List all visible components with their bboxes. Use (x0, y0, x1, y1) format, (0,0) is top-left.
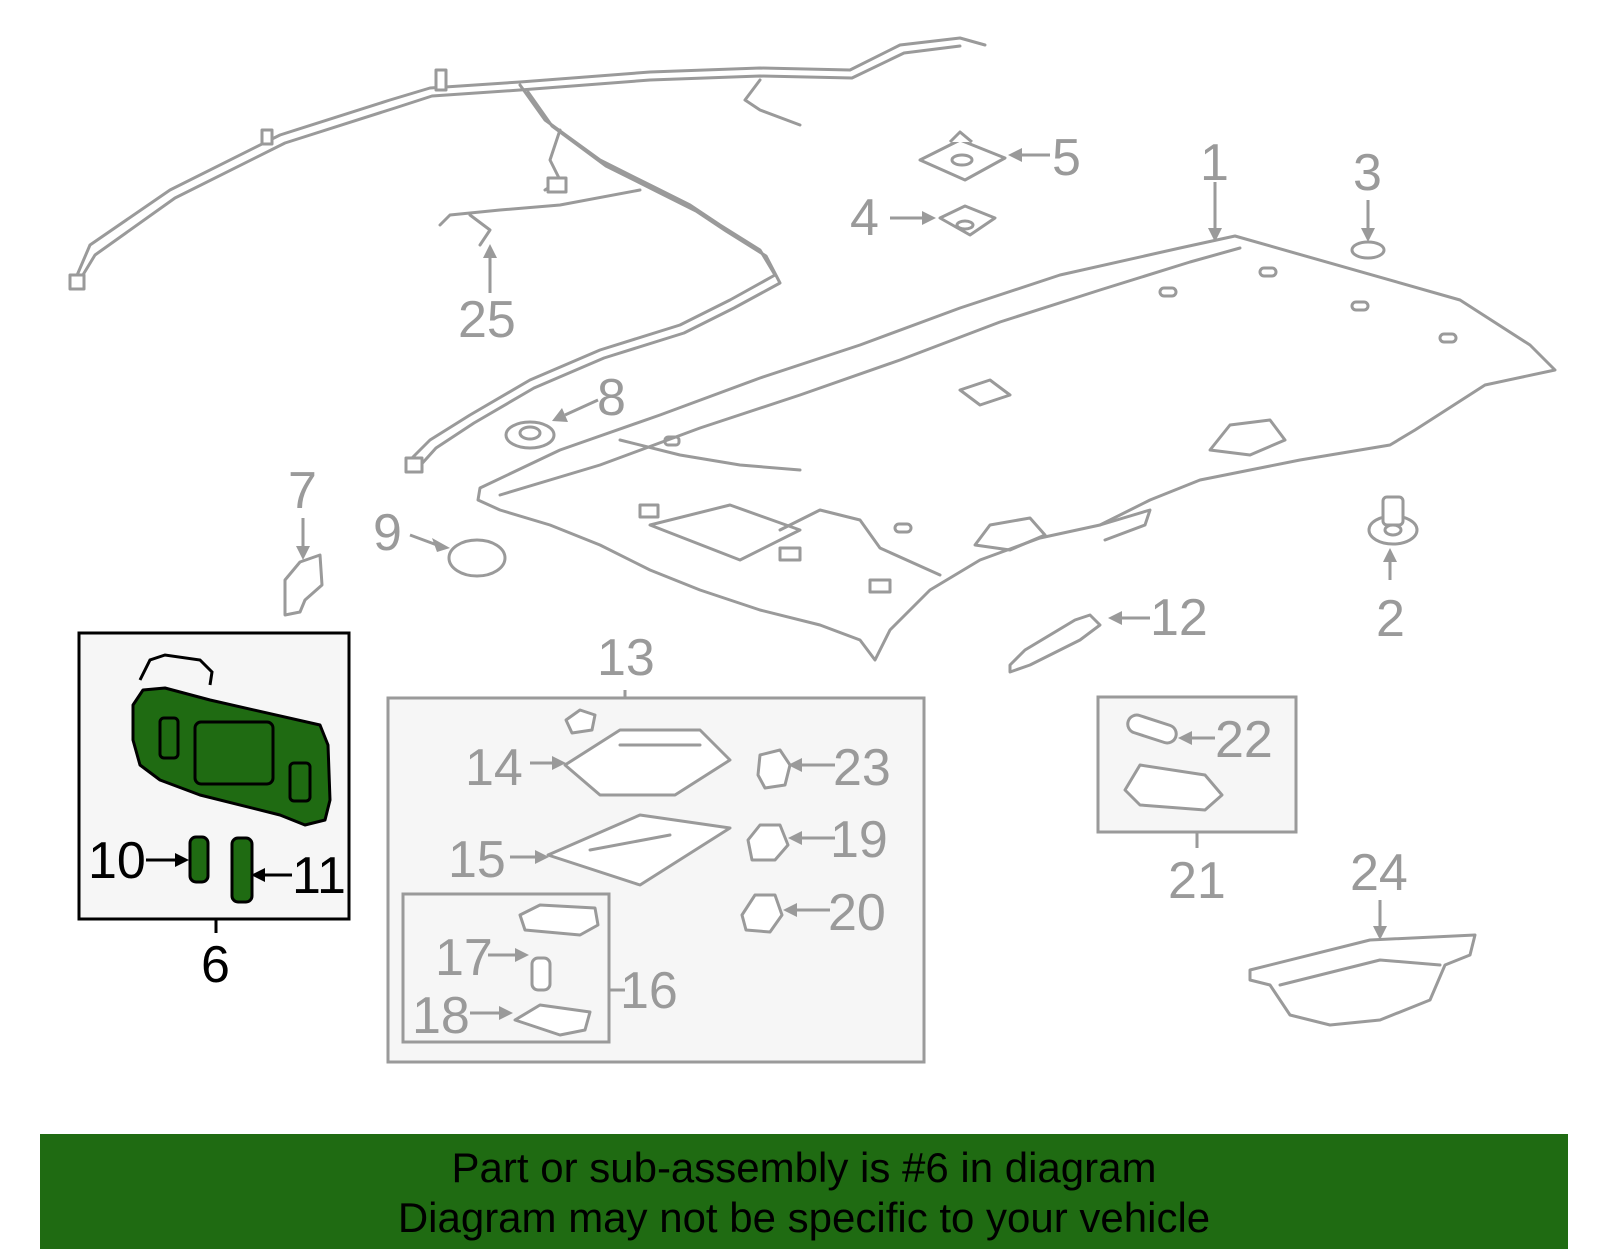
callout-6: 6 (201, 936, 230, 994)
callout-18: 18 (412, 987, 470, 1045)
sun-visor-6[interactable] (131, 653, 332, 827)
clip-2[interactable] (1367, 495, 1419, 546)
callout-15: 15 (448, 831, 506, 889)
switch-20[interactable] (740, 893, 784, 934)
bulb-22[interactable] (1125, 713, 1178, 746)
wiring-harness[interactable] (68, 36, 987, 474)
bracket-4[interactable] (938, 204, 997, 237)
visor-clip-11[interactable] (230, 836, 254, 904)
pad-9[interactable] (447, 538, 507, 578)
callout-10: 10 (88, 832, 146, 890)
callout-4: 4 (850, 189, 879, 247)
bulb-23[interactable] (756, 748, 792, 790)
callout-5: 5 (1052, 129, 1081, 187)
footer-line-2: Diagram may not be specific to your vehi… (397, 1194, 1211, 1241)
callout-2: 2 (1376, 590, 1405, 648)
grommet-3[interactable] (1350, 240, 1386, 260)
callout-24: 24 (1350, 844, 1408, 902)
visor-clip-10[interactable] (188, 835, 210, 884)
switch-19[interactable] (746, 823, 790, 862)
callout-17: 17 (435, 929, 493, 987)
callout-1: 1 (1200, 134, 1229, 192)
callout-16: 16 (620, 962, 678, 1020)
pad-8[interactable] (504, 420, 556, 450)
arrows (146, 148, 1397, 1020)
callout-20: 20 (828, 884, 886, 942)
callout-7: 7 (288, 462, 317, 520)
callout-12: 12 (1150, 589, 1208, 647)
overhead-console-14[interactable] (563, 708, 732, 797)
headliner[interactable] (476, 234, 1557, 662)
callout-3: 3 (1353, 144, 1382, 202)
callout-19: 19 (830, 811, 888, 869)
callout-9: 9 (373, 504, 402, 562)
retainer-5[interactable] (918, 130, 1007, 182)
lamp-21[interactable] (1123, 763, 1224, 812)
footer-line-1: Part or sub-assembly is #6 in diagram (451, 1144, 1157, 1191)
callout-14: 14 (465, 739, 523, 797)
console-cover-15[interactable] (546, 813, 732, 887)
lens-18[interactable] (513, 1003, 592, 1037)
callout-23: 23 (833, 739, 891, 797)
grab-handle-12[interactable] (1008, 613, 1102, 674)
callout-25: 25 (458, 291, 516, 349)
footer-band: Part or sub-assembly is #6 in diagram Di… (40, 1134, 1568, 1249)
module-24[interactable] (1248, 933, 1477, 1027)
callout-22: 22 (1215, 711, 1273, 769)
bulb-17[interactable] (530, 956, 552, 992)
callout-11: 11 (292, 847, 346, 905)
callout-8: 8 (597, 369, 626, 427)
callout-21: 21 (1168, 852, 1226, 910)
lamp-housing-16[interactable] (518, 903, 600, 937)
bracket-7[interactable] (283, 553, 324, 617)
callout-13: 13 (597, 629, 655, 687)
